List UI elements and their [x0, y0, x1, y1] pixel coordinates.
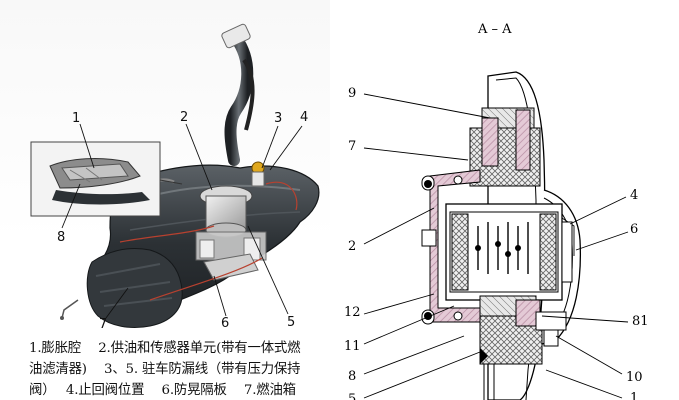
section-callout-11: 11	[344, 339, 361, 354]
fuel-tank-illustration-panel: 1 2 3 4 5 6 7 8 1.膨胀腔 2.供油和传感器单元(带有一体式燃 …	[0, 0, 330, 400]
caption-line-2: 油滤清器) 3、5. 驻车防漏线（带有压力保持	[29, 362, 301, 377]
section-callout-10: 10	[626, 370, 643, 385]
caption-line-1: 1.膨胀腔 2.供油和传感器单元(带有一体式燃	[29, 341, 301, 356]
section-callout-4: 4	[630, 188, 639, 203]
callout-1: 1	[72, 111, 81, 126]
section-callout-7: 7	[348, 139, 357, 154]
section-leader-lines	[363, 93, 629, 399]
section-callout-6: 6	[630, 222, 639, 237]
callout-6: 6	[221, 316, 230, 331]
callout-4: 4	[300, 110, 309, 125]
vent-line	[119, 225, 263, 301]
caption-line-3: 阀） 4.止回阀位置 6.防晃隔板 7.燃油箱	[29, 383, 296, 398]
figure-caption: 1.膨胀腔 2.供油和传感器单元(带有一体式燃 油滤清器) 3、5. 驻车防漏线…	[29, 338, 327, 400]
section-callout-9: 9	[348, 86, 357, 101]
callout-5: 5	[287, 315, 296, 330]
section-callout-5: 5	[348, 392, 357, 400]
section-callout-2: 2	[348, 239, 357, 254]
section-view-panel: A – A	[330, 0, 679, 400]
callout-8: 8	[57, 230, 66, 245]
section-callout-8: 8	[348, 369, 357, 384]
callout-3: 3	[274, 111, 283, 126]
section-drawing	[363, 71, 629, 400]
baffle	[203, 253, 259, 281]
tank-wall	[429, 169, 481, 323]
callout-7: 7	[99, 317, 108, 332]
left-leader-lines	[61, 123, 303, 319]
section-callout-1: 1	[630, 391, 639, 400]
filler-cap	[221, 23, 251, 49]
filler-neck	[224, 32, 254, 166]
section-callout-12: 12	[344, 305, 361, 320]
section-title: A – A	[478, 22, 512, 37]
section-callout-81: 81	[632, 314, 649, 329]
callout-2: 2	[180, 110, 189, 125]
fuel-tank-illustration	[30, 23, 320, 329]
